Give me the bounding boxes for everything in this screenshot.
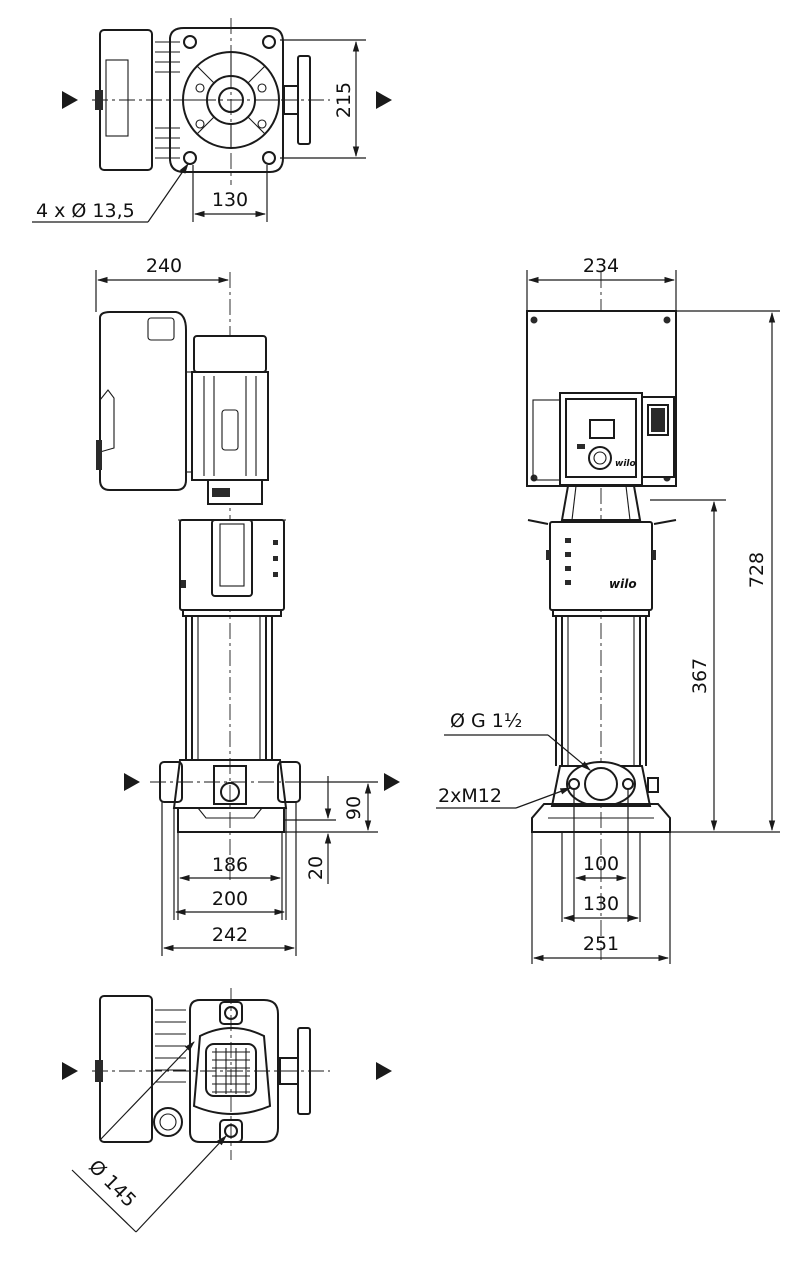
brand-logo-housing: wilo bbox=[609, 577, 637, 591]
dim-connection: Ø G 1½ bbox=[450, 710, 522, 732]
flow-arrow-icon bbox=[376, 91, 392, 109]
dim-front-251: 251 bbox=[583, 933, 619, 955]
dim-total-height: 728 bbox=[746, 552, 768, 588]
dim-front-130: 130 bbox=[583, 893, 619, 915]
dim-front-width: 234 bbox=[583, 255, 619, 277]
dim-top-flange-spacing: 130 bbox=[212, 189, 248, 211]
flow-arrow-icon bbox=[62, 1062, 78, 1080]
dim-base-242: 242 bbox=[212, 924, 248, 946]
flow-arrow-icon bbox=[62, 91, 78, 109]
dim-front-100: 100 bbox=[583, 853, 619, 875]
dim-flange-height: 90 bbox=[343, 796, 365, 820]
dim-bolts: 2xM12 bbox=[438, 785, 502, 807]
dim-base-thickness: 20 bbox=[305, 856, 327, 880]
flow-arrow-icon bbox=[124, 773, 140, 791]
dim-bottom-diameter: Ø 145 bbox=[84, 1156, 140, 1212]
dim-top-height: 215 bbox=[333, 82, 355, 118]
dim-side-width: 240 bbox=[146, 255, 182, 277]
dim-base-186: 186 bbox=[212, 854, 248, 876]
bottom-view: Ø 145 bbox=[62, 988, 392, 1233]
side-view: 240 90 20 186 200 242 bbox=[95, 255, 400, 956]
dim-top-holes: 4 x Ø 13,5 bbox=[36, 200, 135, 222]
dim-inlet-height: 367 bbox=[689, 658, 711, 694]
flow-arrow-icon bbox=[384, 773, 400, 791]
flow-arrow-icon bbox=[376, 1062, 392, 1080]
top-view: 215 130 4 x Ø 13,5 bbox=[32, 18, 392, 223]
front-view: wilo wilo bbox=[436, 255, 780, 964]
dim-base-200: 200 bbox=[212, 888, 248, 910]
brand-logo-panel: wilo bbox=[615, 459, 636, 469]
